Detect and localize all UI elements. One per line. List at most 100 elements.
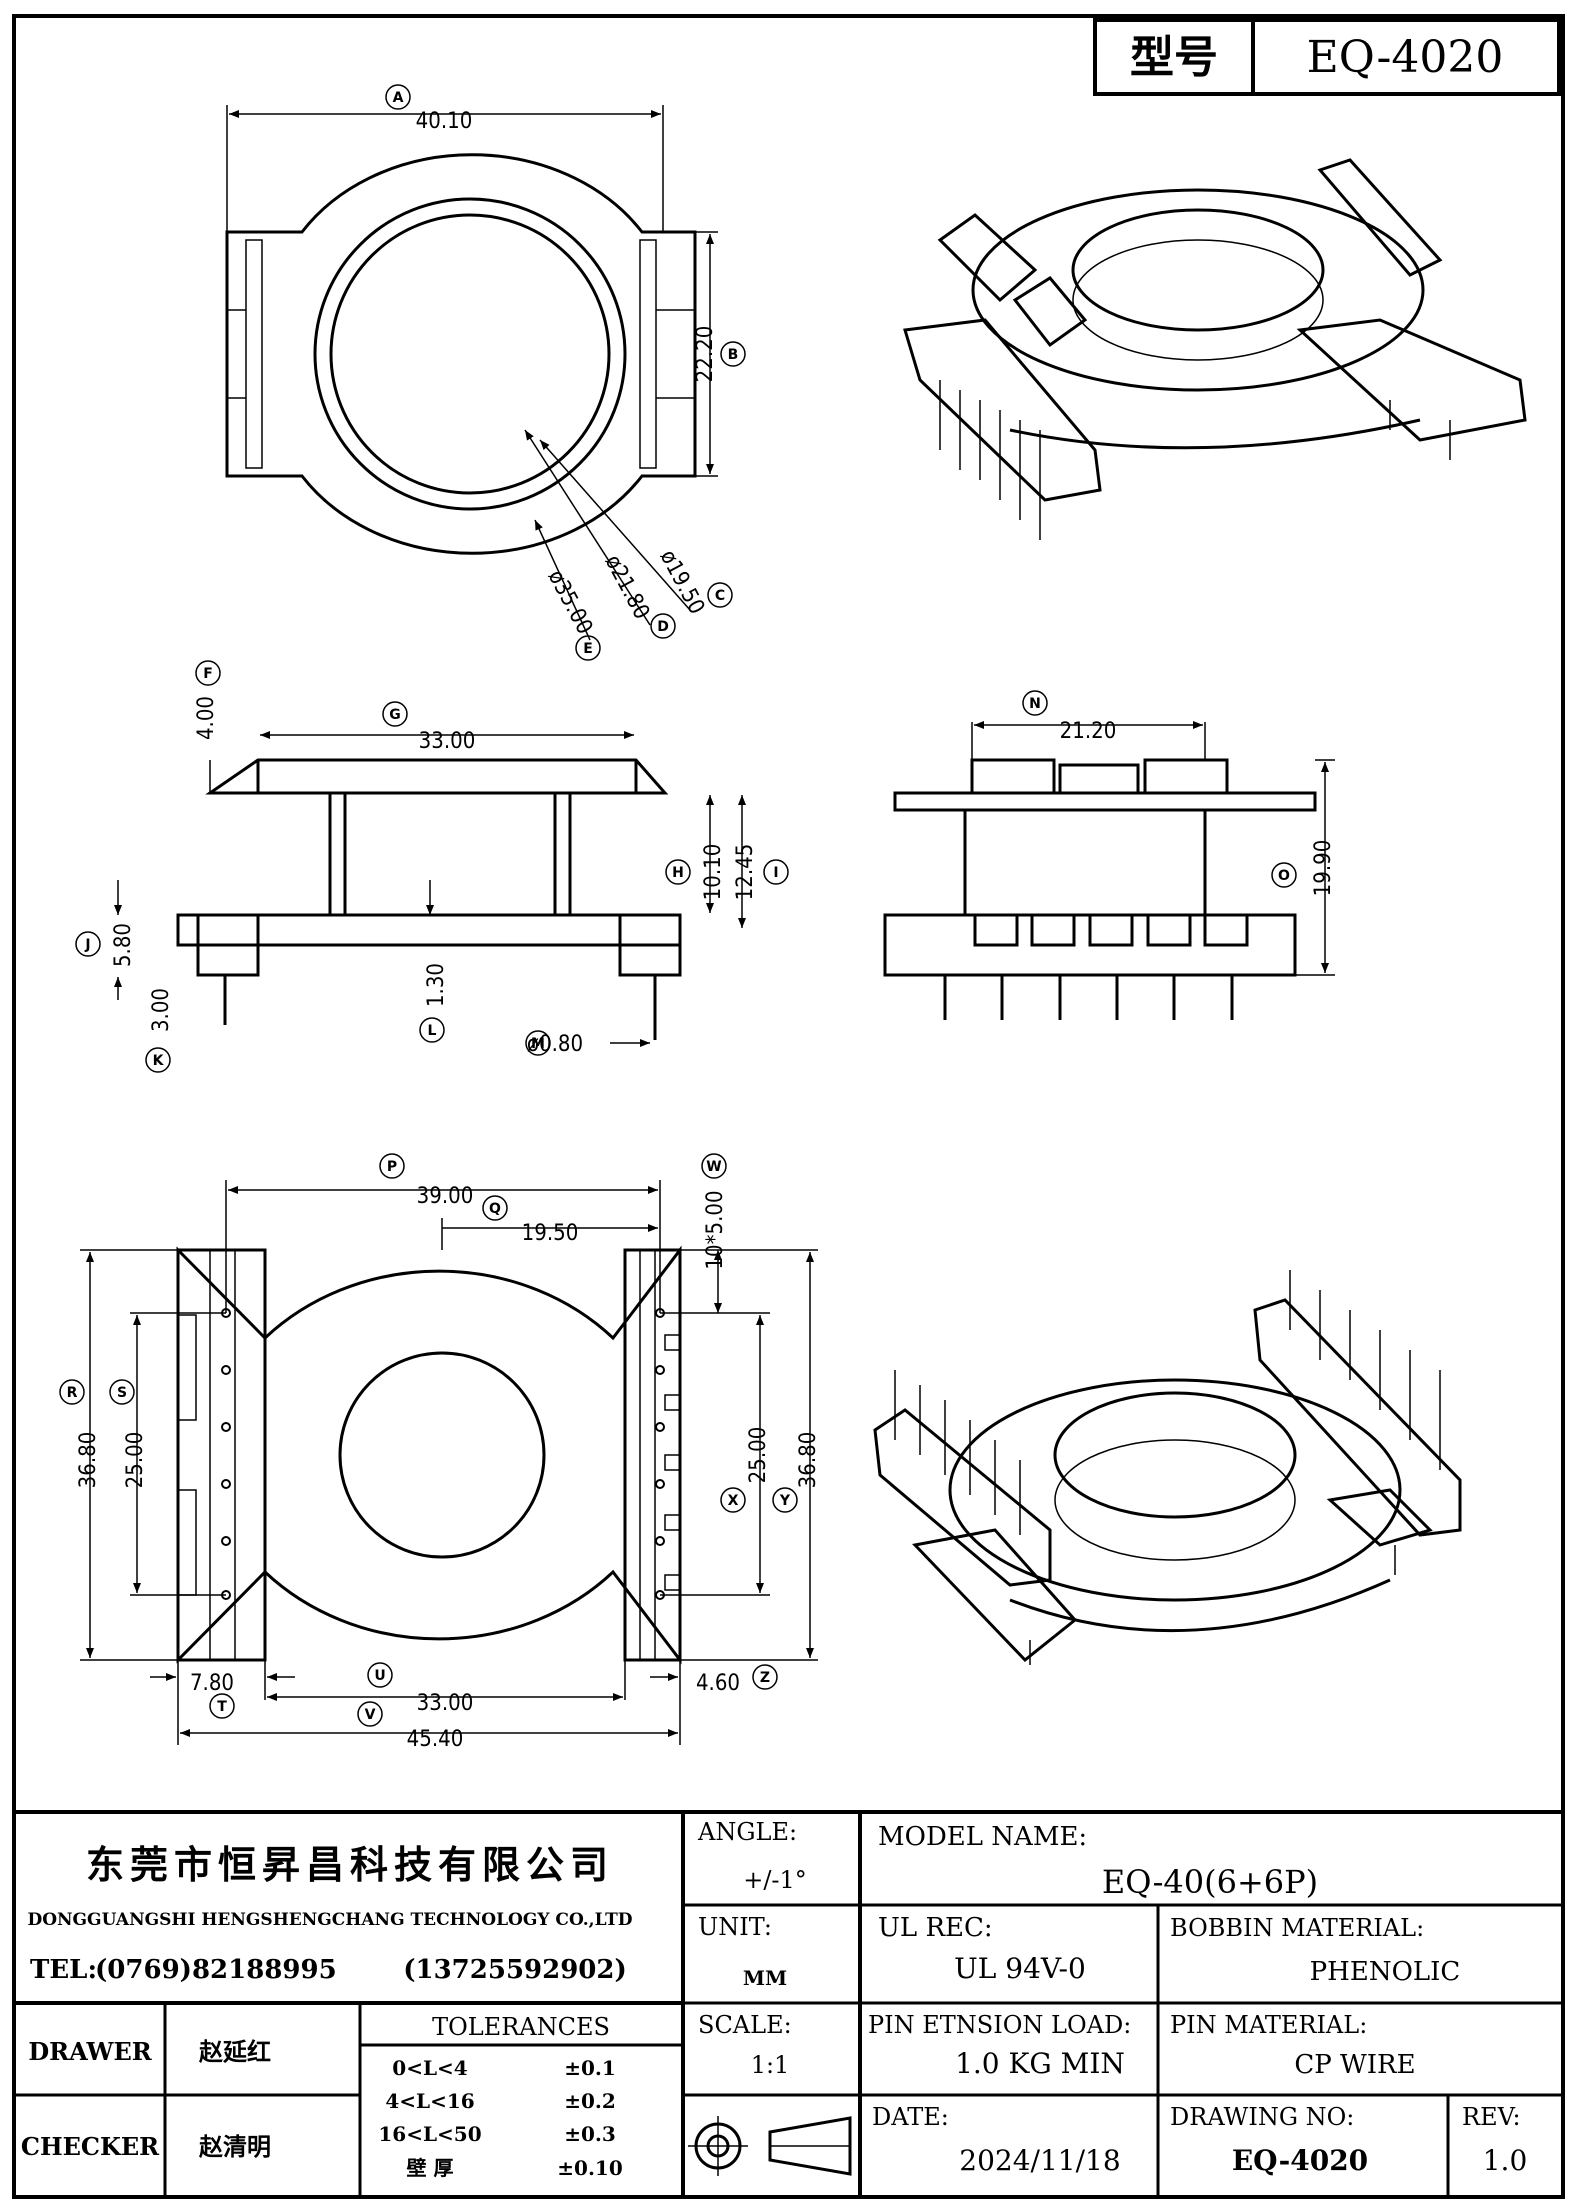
- svg-text:J: J: [84, 937, 90, 953]
- dim-K: 3.00: [149, 988, 174, 1032]
- scale-value: 1:1: [751, 2051, 790, 2079]
- svg-text:K: K: [153, 1053, 165, 1069]
- unit-value: MM: [743, 1966, 787, 1990]
- rev-value: 1.0: [1483, 2144, 1528, 2177]
- dim-I: 12.45: [733, 844, 758, 901]
- drawing-frame: [12, 14, 1565, 2199]
- balloon-V: V: [357, 1701, 383, 1727]
- tel-label: TEL:: [30, 1955, 97, 1985]
- balloon-D: D: [650, 613, 676, 639]
- tol-value-0: ±0.1: [564, 2056, 616, 2080]
- balloon-G: G: [382, 701, 408, 727]
- balloon-R: R: [59, 1379, 85, 1405]
- balloon-P: P: [379, 1153, 405, 1179]
- model-name-label: MODEL NAME:: [878, 1822, 1087, 1852]
- model-box: 型号 EQ-4020: [1093, 18, 1561, 96]
- bobbin-material-label: BOBBIN MATERIAL:: [1170, 1914, 1424, 1942]
- svg-text:X: X: [728, 1493, 739, 1509]
- balloon-I: I: [763, 859, 789, 885]
- dimension-balloons: A B C D E F G H I J K L M N O P Q R S T …: [59, 84, 1297, 1727]
- mobile-number: (13725592902): [403, 1955, 627, 1985]
- pin-load-value: 1.0 KG MIN: [955, 2047, 1125, 2080]
- company-name-en: DONGGUANGSHI HENGSHENGCHANG TECHNOLOGY C…: [27, 1910, 632, 1930]
- tol-range-3: 壁 厚: [407, 2156, 454, 2180]
- unit-label: UNIT:: [698, 1913, 772, 1941]
- tol-value-1: ±0.2: [564, 2089, 616, 2113]
- checker-label: CHECKER: [21, 2132, 160, 2161]
- scale-label: SCALE:: [698, 2011, 792, 2039]
- drawing-no-value: EQ-4020: [1232, 2144, 1368, 2177]
- dim-B: 22.20: [693, 326, 718, 383]
- balloon-T: T: [209, 1693, 235, 1719]
- svg-text:V: V: [365, 1707, 376, 1723]
- svg-text:P: P: [387, 1159, 397, 1175]
- svg-text:I: I: [773, 865, 778, 881]
- balloon-Q: Q: [482, 1195, 508, 1221]
- tel-number: (0769)82188995: [95, 1955, 337, 1985]
- balloon-C: C: [707, 582, 733, 608]
- model-box-value: EQ-4020: [1307, 32, 1504, 83]
- svg-text:W: W: [706, 1159, 721, 1175]
- dim-S: 25.00: [123, 1432, 148, 1489]
- tolerances-label: TOLERANCES: [432, 2013, 610, 2041]
- dim-G: 33.00: [419, 729, 476, 754]
- date-label: DATE:: [872, 2103, 949, 2131]
- balloon-Z: Z: [752, 1664, 778, 1690]
- dim-U: 33.00: [417, 1691, 474, 1716]
- dim-Q: 19.50: [522, 1221, 579, 1246]
- balloon-Y: Y: [772, 1487, 798, 1513]
- svg-text:D: D: [657, 619, 669, 635]
- dim-L: 1.30: [424, 963, 449, 1007]
- dim-W: 10*5.00: [703, 1190, 728, 1269]
- svg-text:Y: Y: [779, 1493, 791, 1509]
- balloon-X: X: [720, 1487, 746, 1513]
- balloon-A: A: [385, 84, 411, 110]
- dim-P: 39.00: [417, 1184, 474, 1209]
- side-view: 4.00 33.00 10.10 12.45 5.80 3.00 1.30 ø0…: [111, 696, 758, 1057]
- bobbin-material-value: PHENOLIC: [1310, 1957, 1461, 1987]
- balloon-E: E: [575, 635, 601, 661]
- svg-text:Q: Q: [489, 1201, 501, 1217]
- drawer-label: DRAWER: [28, 2037, 152, 2066]
- balloon-J: J: [75, 931, 101, 957]
- dim-N: 21.20: [1060, 719, 1117, 744]
- iso-view-bottom: [873, 1270, 1462, 1665]
- pin-material-label: PIN MATERIAL:: [1170, 2011, 1367, 2039]
- pin-load-label: PIN ETNSION LOAD:: [868, 2011, 1131, 2039]
- svg-text:E: E: [583, 641, 593, 657]
- balloon-L: L: [419, 1017, 445, 1043]
- tol-value-2: ±0.3: [564, 2122, 616, 2146]
- tol-range-2: 16<L<50: [378, 2122, 481, 2146]
- rev-label: REV:: [1462, 2103, 1521, 2131]
- dim-T: 7.80: [190, 1671, 234, 1696]
- svg-text:O: O: [1278, 868, 1290, 884]
- drawing-no-label: DRAWING NO:: [1170, 2103, 1354, 2131]
- angle-value: +/-1°: [743, 1866, 807, 1894]
- dim-V: 45.40: [407, 1727, 464, 1752]
- dim-R: 36.80: [76, 1432, 101, 1489]
- svg-text:L: L: [428, 1023, 437, 1039]
- svg-text:M: M: [531, 1036, 545, 1052]
- balloon-H: H: [665, 859, 691, 885]
- checker-name: 赵清明: [198, 2132, 271, 2161]
- title-block: 东莞市恒昇昌科技有限公司 DONGGUANGSHI HENGSHENGCHANG…: [14, 1810, 1563, 2197]
- svg-text:C: C: [715, 588, 725, 604]
- model-box-label: 型号: [1130, 32, 1218, 83]
- top-view: 40.10 22.20 ø19.50 ø21.80 ø35.00: [225, 105, 718, 641]
- model-name-value: EQ-40(6+6P): [1102, 1863, 1318, 1901]
- balloon-W: W: [701, 1153, 727, 1179]
- balloon-B: B: [720, 341, 746, 367]
- tol-value-3: ±0.10: [557, 2156, 622, 2180]
- svg-text:T: T: [217, 1699, 227, 1715]
- dim-O: 19.90: [1311, 840, 1336, 897]
- dim-Z: 4.60: [696, 1671, 740, 1696]
- tol-range-0: 0<L<4: [392, 2056, 467, 2080]
- svg-text:H: H: [672, 865, 684, 881]
- tol-range-1: 4<L<16: [385, 2089, 474, 2113]
- date-value: 2024/11/18: [959, 2144, 1120, 2177]
- balloon-K: K: [145, 1047, 171, 1073]
- balloon-N: N: [1022, 690, 1048, 716]
- drawer-name: 赵延红: [198, 2037, 271, 2066]
- company-name-cn: 东莞市恒昇昌科技有限公司: [86, 1842, 614, 1887]
